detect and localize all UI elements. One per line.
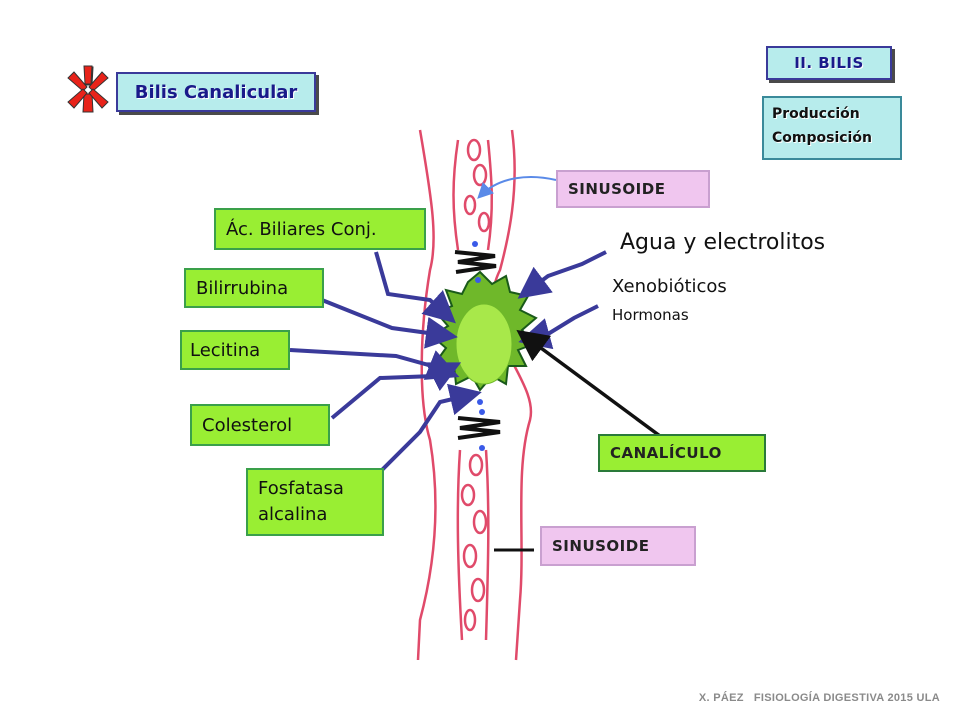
- section-badge: II. BILIS: [766, 46, 892, 80]
- vessel-walls: [416, 129, 533, 661]
- label-canaliculo: CANALÍCULO: [598, 434, 766, 472]
- footer-credit: X. PÁEZ FISIOLOGÍA DIGESTIVA 2015 ULA: [698, 692, 940, 704]
- label-fosfatasa-line1: Fosfatasa: [258, 478, 344, 499]
- page-title: Bilis Canalicular: [116, 72, 316, 112]
- label-sinusoide-top: SINUSOIDE: [556, 170, 710, 208]
- label-xenobioticos: Xenobióticos: [612, 276, 727, 297]
- label-fosfatasa-line2: alcalina: [258, 504, 328, 525]
- sinusoid-flow-arrow: [477, 176, 557, 199]
- asterisk-icon: [66, 64, 110, 114]
- topic-composicion: Composición: [772, 130, 872, 146]
- tight-junctions: [454, 250, 501, 440]
- label-bilirrubina: Bilirrubina: [184, 268, 324, 308]
- label-agua-electrolitos: Agua y electrolitos: [620, 230, 826, 255]
- label-acidos-biliares: Ác. Biliares Conj.: [214, 208, 426, 250]
- topic-produccion: Producción: [772, 106, 860, 122]
- canaliculus-pointer: [516, 329, 662, 438]
- label-hormonas: Hormonas: [612, 306, 689, 324]
- topics-box: Producción Composición: [762, 96, 902, 160]
- junction-dots: [472, 241, 485, 451]
- label-fosfatasa: Fosfatasa alcalina: [246, 468, 384, 536]
- label-sinusoide-bottom: SINUSOIDE: [540, 526, 696, 566]
- red-blood-cells: [460, 138, 491, 632]
- label-lecitina: Lecitina: [180, 330, 290, 370]
- label-colesterol: Colesterol: [190, 404, 330, 446]
- transport-arrows: [289, 250, 607, 472]
